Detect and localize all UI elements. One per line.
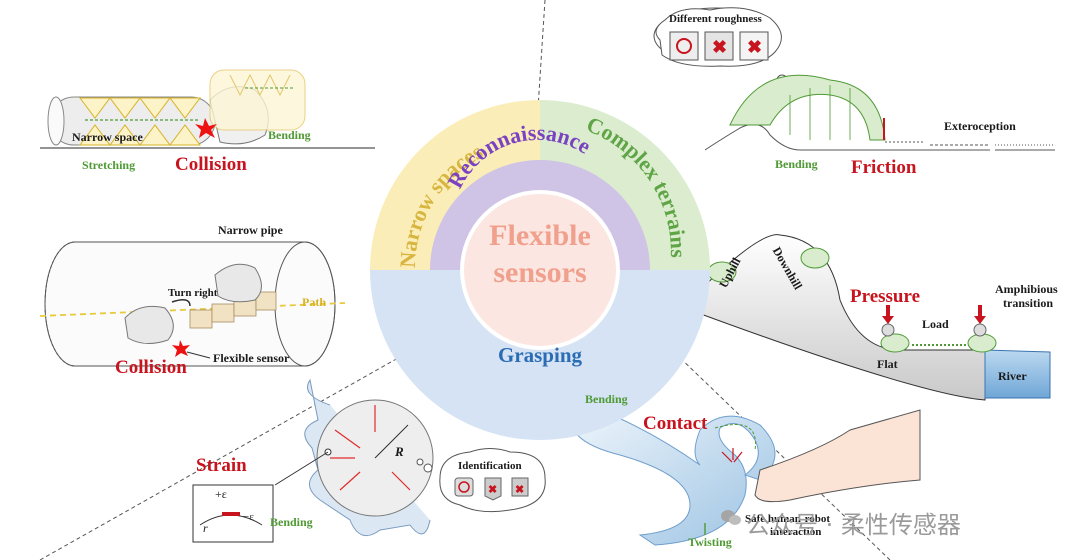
core-circle — [460, 190, 620, 350]
label-flat: Flat — [877, 357, 898, 371]
label-different-roughness: Different roughness — [669, 13, 762, 25]
svg-text:✖: ✖ — [515, 484, 524, 496]
watermark: 公众号 · 柔性传感器 — [746, 511, 961, 539]
label-plus-epsilon: +ε — [215, 487, 227, 501]
label-collision-tl: Collision — [175, 154, 247, 175]
strain-illustration: ✖ ✖ — [192, 378, 546, 543]
label-flexible-sensor: Flexible sensor — [213, 351, 290, 365]
label-contact: Contact — [643, 413, 708, 434]
label-narrow-pipe: Narrow pipe — [218, 223, 283, 237]
svg-text:✖: ✖ — [747, 37, 762, 57]
label-narrow-space: Narrow space — [72, 130, 143, 144]
label-amphibious: Amphibious — [995, 282, 1058, 296]
ring-label-grasping: Grasping — [498, 343, 583, 367]
label-minus-epsilon: −ε — [243, 511, 254, 523]
label-collision-pipe: Collision — [115, 357, 187, 378]
label-load: Load — [922, 317, 949, 331]
svg-text:✖: ✖ — [712, 37, 727, 57]
label-safe-interaction-1: Safe human-robot — [745, 513, 831, 525]
center-title-line1: Flexible — [489, 219, 591, 252]
label-identification: Identification — [458, 460, 522, 472]
svg-text:✖: ✖ — [488, 484, 497, 496]
roughness-samples: ✖ ✖ — [669, 31, 769, 61]
friction-illustration: ✖ ✖ — [653, 7, 1055, 151]
ring-grasping — [370, 270, 710, 440]
label-twisting: Twisting — [688, 535, 732, 549]
label-bending-br: Bending — [585, 392, 628, 406]
narrow-pipe-illustration — [39, 241, 346, 367]
label-r: r — [203, 521, 208, 535]
section-dividers — [39, 0, 891, 560]
label-pressure: Pressure — [850, 286, 921, 307]
label-path: Path — [302, 295, 326, 309]
center-title-line2: sensors — [493, 256, 586, 289]
wechat-icon — [721, 510, 741, 525]
label-strain: Strain — [196, 455, 247, 476]
label-transition: transition — [1003, 296, 1054, 310]
terrain-illustration — [689, 234, 1051, 401]
label-turn-right: Turn right — [168, 287, 218, 299]
label-radius: R — [395, 444, 404, 459]
label-bending-tr: Bending — [775, 157, 818, 171]
label-stretching: Stretching — [82, 158, 136, 172]
label-bending-tl: Bending — [268, 128, 311, 142]
label-river: River — [998, 369, 1027, 383]
label-bending-bl: Bending — [270, 515, 313, 529]
label-safe-interaction-2: interaction — [770, 526, 822, 538]
center-wheel: Narrow spaces Complex terrains Reconnais… — [370, 100, 710, 440]
label-exteroception: Exteroception — [944, 119, 1016, 133]
narrow-space-illustration — [40, 69, 375, 149]
label-friction: Friction — [851, 157, 917, 178]
